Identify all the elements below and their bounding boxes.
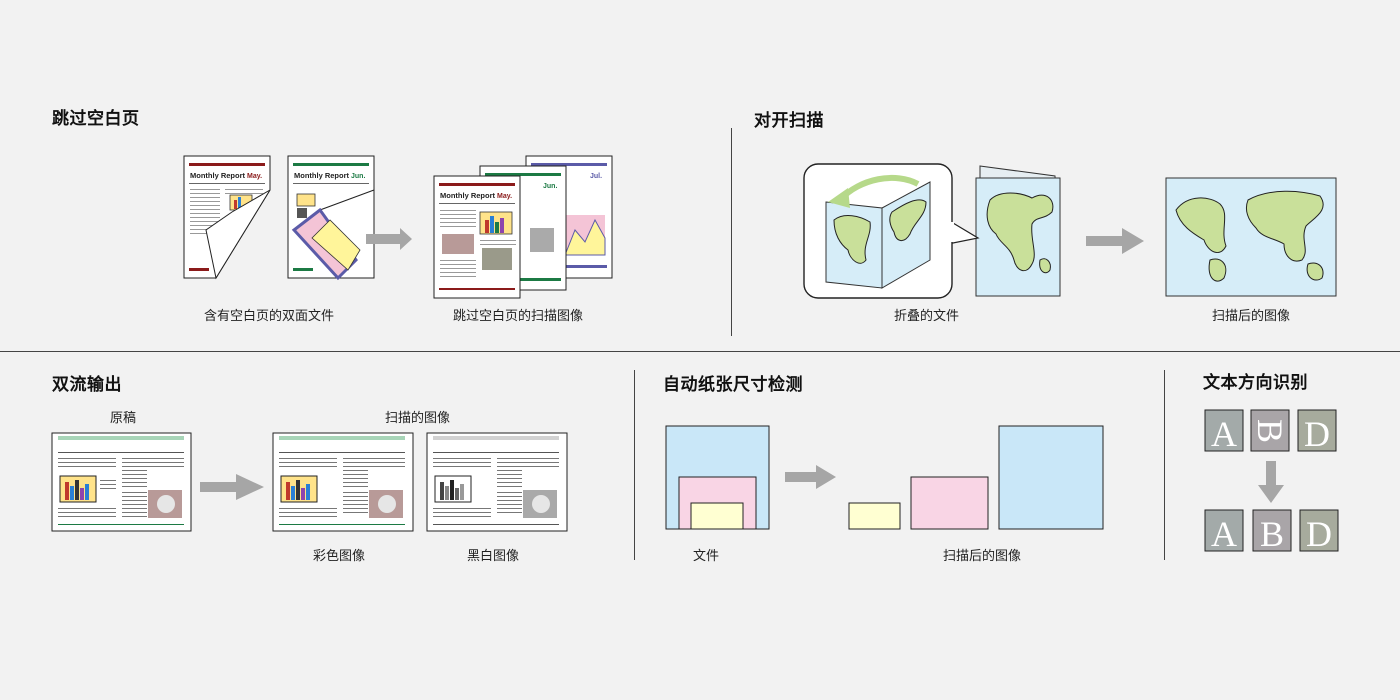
doc-title-text: Monthly Report <box>190 171 245 180</box>
arrow-right-icon <box>366 228 412 250</box>
skip-blank-illustration: Monthly Report May. Monthly Report Jun. <box>183 155 613 299</box>
dual-stream-illustration <box>51 432 568 532</box>
original-document <box>51 432 192 532</box>
scanned-map <box>1165 177 1337 297</box>
orientation-illustration: A B D A B D <box>1204 409 1339 554</box>
divider-horizontal <box>0 351 1400 352</box>
doc-title-text: Monthly Report <box>294 171 349 180</box>
dual-stream-title: 双流输出 <box>52 375 122 395</box>
spread-caption-left: 折叠的文件 <box>894 309 960 324</box>
spread-title: 对开扫描 <box>754 111 824 131</box>
doc-month-jun: Jun. <box>351 173 365 180</box>
divider-vertical <box>731 128 732 336</box>
doc-page-may: Monthly Report May. <box>183 155 271 280</box>
tile-letter-b: B <box>1260 514 1284 554</box>
stacked-documents <box>665 425 770 530</box>
tile-letter-d: D <box>1304 414 1330 454</box>
dual-stream-label-original: 原稿 <box>110 411 137 426</box>
doc-title-text: Monthly Report <box>440 191 495 200</box>
arrow-right-icon <box>1086 228 1144 254</box>
bw-image <box>426 432 568 532</box>
tile-letter-b-rotated: B <box>1250 419 1290 443</box>
skip-blank-caption-right: 跳过空白页的扫描图像 <box>453 309 584 324</box>
scanned-medium <box>910 476 989 530</box>
arrow-right-icon <box>785 465 836 489</box>
skip-blank-caption-left: 含有空白页的双面文件 <box>204 309 335 324</box>
scanned-large <box>998 425 1104 530</box>
skip-blank-title: 跳过空白页 <box>52 109 140 129</box>
scanned-page-may: Monthly Report May. <box>433 175 521 299</box>
folded-document <box>975 165 1061 297</box>
dual-stream-caption-color: 彩色图像 <box>313 549 366 564</box>
paper-size-title: 自动纸张尺寸检测 <box>663 375 803 395</box>
tile-letter-a: A <box>1211 414 1237 454</box>
arrow-down-icon <box>1258 461 1284 503</box>
tile-letter-d: D <box>1306 514 1332 554</box>
divider-vertical <box>634 370 635 560</box>
paper-size-caption-right: 扫描后的图像 <box>943 549 1022 564</box>
doc-month-may: May. <box>497 193 512 200</box>
tile-letter-a: A <box>1211 514 1237 554</box>
orientation-title: 文本方向识别 <box>1203 373 1308 393</box>
doc-page-jun: Monthly Report Jun. <box>287 155 375 281</box>
dual-stream-caption-bw: 黑白图像 <box>467 549 520 564</box>
doc-month-may: May. <box>247 173 262 180</box>
spread-illustration <box>803 163 1337 299</box>
spread-caption-right: 扫描后的图像 <box>1212 309 1291 324</box>
open-document <box>825 181 931 289</box>
dual-stream-label-scanned: 扫描的图像 <box>385 411 451 426</box>
paper-size-illustration <box>665 425 1104 530</box>
doc-month-jul: Jul. <box>590 173 602 180</box>
doc-month-jun: Jun. <box>543 183 557 190</box>
divider-vertical <box>1164 370 1165 560</box>
scanned-small <box>848 502 901 530</box>
paper-size-caption-left: 文件 <box>693 549 720 564</box>
arrow-right-icon <box>200 474 264 500</box>
color-image <box>272 432 414 532</box>
